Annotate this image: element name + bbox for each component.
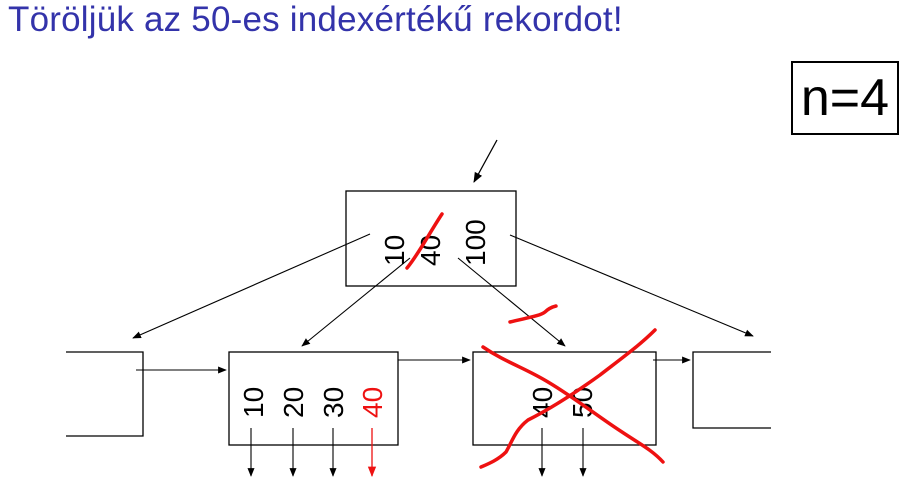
root-pointer-1 — [132, 233, 371, 339]
slide-title: Töröljük az 50-es indexértékű rekordot! — [8, 0, 623, 39]
order-label-box: n=4 — [791, 61, 899, 135]
leaf-right-partial — [692, 351, 771, 429]
leaf-a-node — [228, 351, 399, 446]
red-cross-stroke-2 — [479, 328, 657, 469]
root-pointer-4 — [509, 234, 754, 337]
root-pointer-3 — [457, 257, 566, 347]
leaf-a-key-2: 20 — [278, 387, 309, 418]
red-cross-stroke-1 — [481, 345, 665, 464]
root-node — [345, 190, 517, 287]
root-key-strike — [405, 212, 444, 270]
leaf-a-key-4: 40 — [357, 387, 388, 418]
red-annotation-mark — [508, 304, 558, 324]
order-label: n=4 — [800, 69, 890, 127]
root-incoming-arrow — [473, 139, 498, 183]
leaf-left-partial — [66, 351, 144, 437]
leaf-a-key-1: 10 — [238, 387, 269, 418]
root-key-3: 100 — [460, 219, 491, 266]
leaf-a-key-3: 30 — [318, 387, 349, 418]
root-pointer-2 — [301, 257, 411, 347]
leaf-b-node — [472, 351, 657, 446]
root-key-1: 10 — [379, 235, 410, 266]
